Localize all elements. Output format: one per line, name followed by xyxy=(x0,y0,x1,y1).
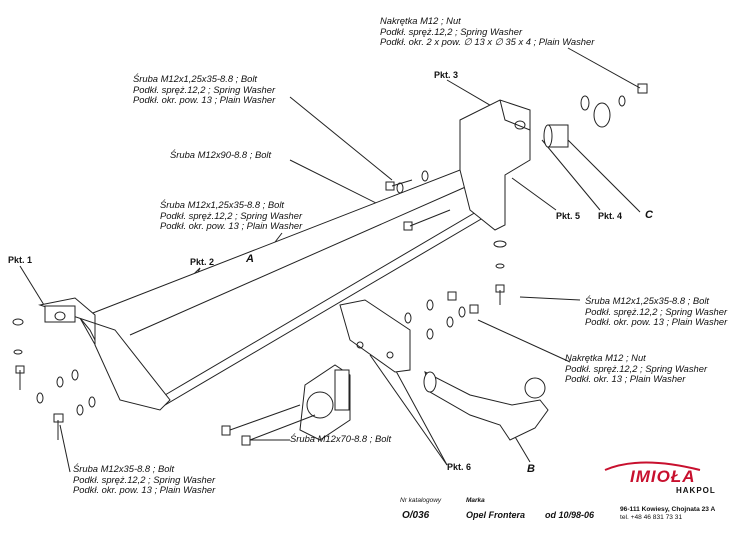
label-line: Podkł. spręż.12,2 ; Spring Washer xyxy=(133,83,276,95)
pkt-4-label: Pkt. 4 xyxy=(598,211,623,221)
pkt-6-label: Pkt. 6 xyxy=(447,462,472,472)
label-line: Podkł. okr. pow. 13 ; Plain Washer xyxy=(160,220,303,232)
label-line: Podkł. spręż.12,2 ; Spring Washer xyxy=(73,473,216,485)
label-line: Podkł. spręż.12,2 ; Spring Washer xyxy=(585,305,728,317)
address-line: 96-111 Kowiesy, Chojnata 23 A xyxy=(620,506,716,513)
label-line: Śruba M12x70-8.8 ; Bolt xyxy=(290,433,392,444)
label-line: Podkł. okr. 2 x pow. ∅ 13 x ∅ 35 x 4 ; P… xyxy=(380,36,595,48)
label-nut-right: Nakrętka M12 ; Nut Podkł. spręż.12,2 ; S… xyxy=(565,352,708,385)
label-line: Nakrętka M12 ; Nut xyxy=(565,352,646,363)
label-nut-top: Nakrętka M12 ; Nut Podkł. spręż.12,2 ; S… xyxy=(380,15,595,48)
label-bolt-m12x70: Śruba M12x70-8.8 ; Bolt xyxy=(290,433,392,445)
label-line: Nakrętka M12 ; Nut xyxy=(380,15,461,26)
label-line: Śruba M12x1,25x35-8.8 ; Bolt xyxy=(160,199,285,210)
label-line: Śruba M12x35-8.8 ; Bolt xyxy=(73,463,175,474)
brand-label: Marka xyxy=(466,497,485,504)
part-letter-b: B xyxy=(527,463,535,475)
part-letter-a: A xyxy=(246,253,254,265)
company-logo-sub: HAKPOL xyxy=(676,486,716,495)
label-line: Podkł. spręż.12,2 ; Spring Washer xyxy=(380,25,523,37)
brand-value: Opel Frontera xyxy=(466,510,526,520)
label-bolt-top-left: Śruba M12x1,25x35-8.8 ; Bolt Podkł. sprę… xyxy=(133,73,276,106)
part-letter-c: C xyxy=(645,209,653,221)
catalog-number-value: O/036 xyxy=(402,510,430,521)
pkt-5-label: Pkt. 5 xyxy=(556,211,581,221)
label-line: Śruba M12x1,25x35-8.8 ; Bolt xyxy=(133,73,258,84)
date-range: od 10/98-06 xyxy=(545,510,595,520)
label-line: Śruba M12x90-8.8 ; Bolt xyxy=(170,149,272,160)
label-line: Podkł. okr. pow. 13 ; Plain Washer xyxy=(133,94,276,106)
catalog-number-label: Nr katalogowy xyxy=(400,497,442,504)
company-address: 96-111 Kowiesy, Chojnata 23 A tel. +48 4… xyxy=(620,506,715,522)
label-line: Podkł. okr. pow. 13 ; Plain Washer xyxy=(585,316,728,328)
label-line: Śruba M12x1,25x35-8.8 ; Bolt xyxy=(585,295,710,306)
pkt-3-label: Pkt. 3 xyxy=(434,70,459,80)
label-bolt-m12x35: Śruba M12x35-8.8 ; Bolt Podkł. spręż.12,… xyxy=(73,463,216,496)
label-bolt-right: Śruba M12x1,25x35-8.8 ; Bolt Podkł. sprę… xyxy=(585,295,728,328)
company-logo: IMIOŁA xyxy=(630,467,696,486)
label-line: Podkł. okr. 13 ; Plain Washer xyxy=(565,373,686,385)
label-bolt-mid-left: Śruba M12x1,25x35-8.8 ; Bolt Podkł. sprę… xyxy=(160,199,303,232)
pkt-1-label: Pkt. 1 xyxy=(8,255,33,265)
pkt-2-label: Pkt. 2 xyxy=(190,257,215,267)
label-line: Podkł. okr. pow. 13 ; Plain Washer xyxy=(73,484,216,496)
label-bolt-m12x90: Śruba M12x90-8.8 ; Bolt xyxy=(170,149,272,161)
label-line: Podkł. spręż.12,2 ; Spring Washer xyxy=(565,362,708,374)
label-line: Podkł. spręż.12,2 ; Spring Washer xyxy=(160,209,303,221)
phone-line: tel. +48 46 831 73 31 xyxy=(620,514,683,521)
